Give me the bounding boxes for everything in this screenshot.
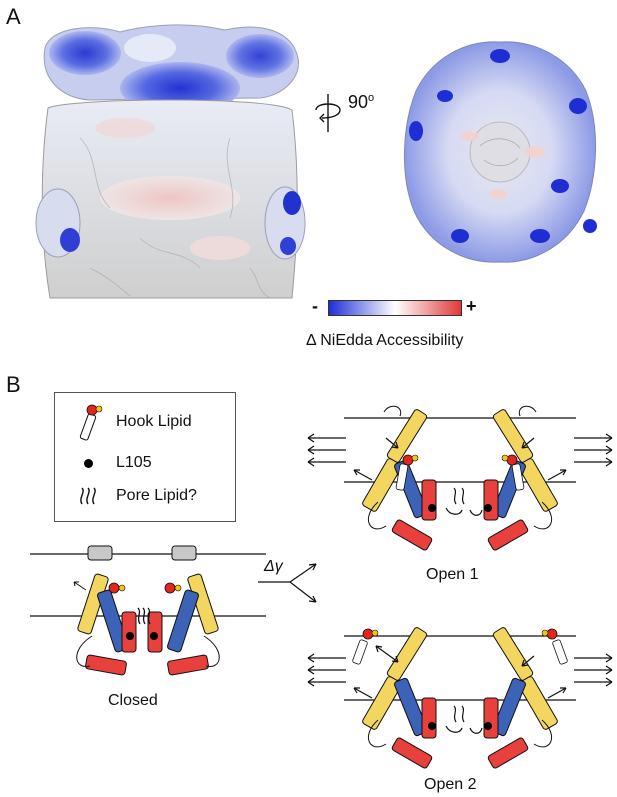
legend-pore-lipid-label: Pore Lipid? <box>116 487 197 504</box>
rotation-angle-value: 90 <box>348 92 369 112</box>
panel-a-letter: A <box>6 4 21 29</box>
open1-state-diagram <box>307 405 613 551</box>
l105-legend-dot <box>84 459 93 468</box>
pore-lipid-legend-icon <box>80 487 96 505</box>
scale-minus-sign: - <box>312 296 318 316</box>
scale-caption: Δ NiEdda Accessibility <box>306 332 464 349</box>
rotation-angle-label: 90o <box>348 92 374 113</box>
tension-branch-arrow <box>258 563 317 603</box>
rotation-angle-degree: o <box>368 92 375 104</box>
scale-plus-sign: + <box>466 296 477 316</box>
accessibility-scale-bar <box>328 300 462 316</box>
channel-top-view-surface <box>404 41 597 263</box>
channel-side-view-surface <box>35 24 306 299</box>
legend-l105-label: L105 <box>116 454 152 471</box>
closed-state-diagram <box>30 545 266 676</box>
open2-state-label: Open 2 <box>424 776 477 793</box>
legend-hook-lipid-label: Hook Lipid <box>116 413 192 430</box>
panel-b-letter: B <box>6 372 21 397</box>
legend-box <box>54 392 236 522</box>
closed-state-label: Closed <box>108 692 158 709</box>
hook-lipid-legend-icon <box>79 404 103 441</box>
open1-state-label: Open 1 <box>426 566 479 583</box>
rotation-icon <box>315 94 341 132</box>
open2-state-diagram <box>307 627 613 769</box>
tension-label: Δγ <box>264 558 283 575</box>
